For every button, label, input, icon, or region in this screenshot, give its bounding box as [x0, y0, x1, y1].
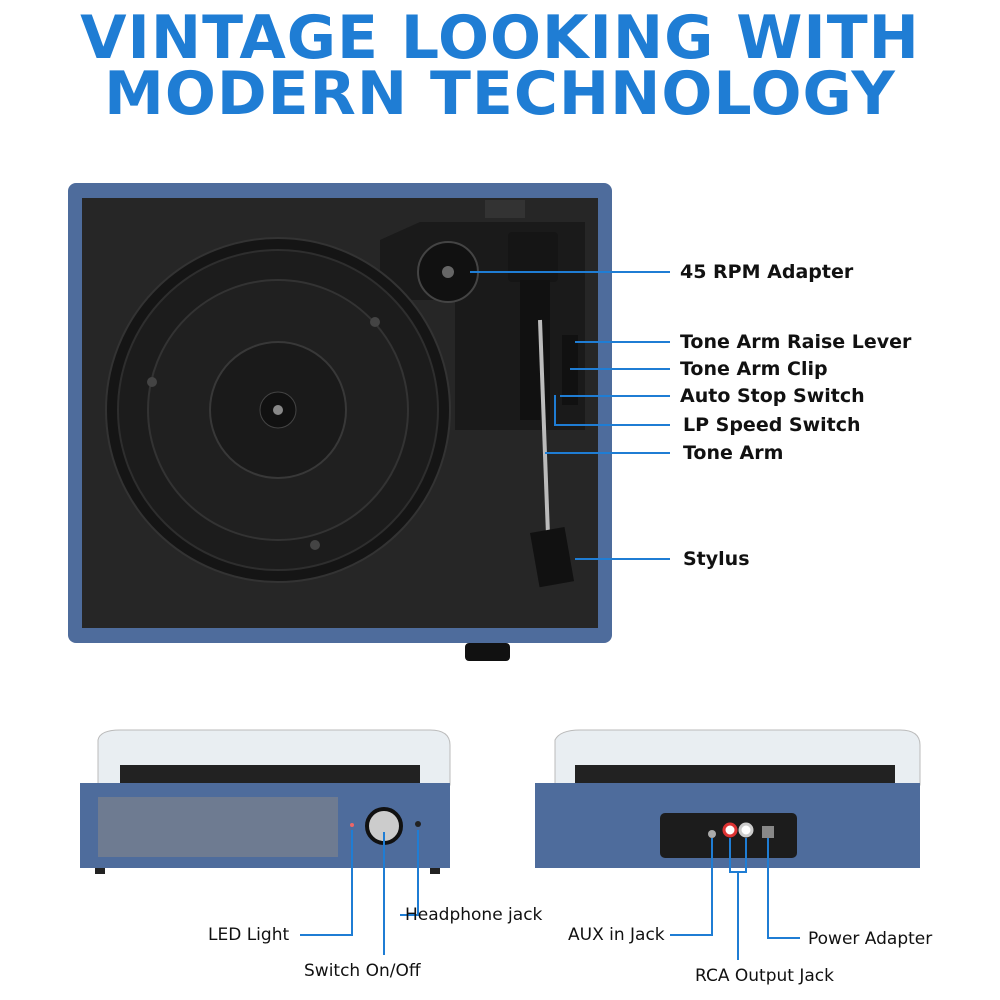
- label-led-light: LED Light: [208, 925, 290, 945]
- label-auto-stop-switch: Auto Stop Switch: [680, 385, 865, 407]
- label-aux-in-jack: AUX in Jack: [568, 925, 665, 945]
- headline-line-2: MODERN TECHNOLOGY: [104, 59, 896, 129]
- label-stylus: Stylus: [683, 548, 750, 570]
- label-headphone-jack: Headphone jack: [405, 905, 543, 925]
- label-tone-arm: Tone Arm: [683, 442, 784, 464]
- label-power-adapter: Power Adapter: [808, 929, 933, 949]
- headline-line-1: VINTAGE LOOKING WITH: [80, 3, 920, 73]
- callout-lines: [300, 271, 800, 960]
- label-lp-speed-switch: LP Speed Switch: [683, 414, 861, 436]
- label-tone-arm-raise-lever: Tone Arm Raise Lever: [680, 331, 912, 353]
- turntable-front-view: [80, 729, 451, 874]
- label-rca-output-jack: RCA Output Jack: [695, 966, 834, 986]
- turntable-top-view: [68, 183, 612, 661]
- turntable-back-view: [535, 729, 921, 868]
- label-tone-arm-clip: Tone Arm Clip: [680, 358, 828, 380]
- label-45-rpm-adapter: 45 RPM Adapter: [680, 261, 854, 283]
- label-switch-on-off: Switch On/Off: [304, 961, 421, 981]
